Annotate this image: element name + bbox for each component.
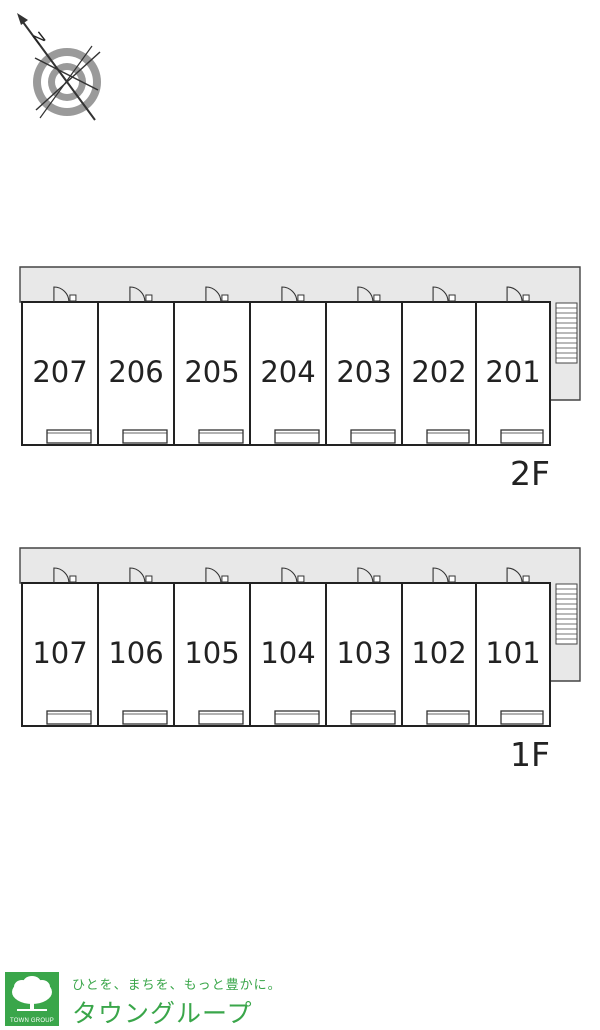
unit-103: 103	[325, 567, 403, 727]
unit-205: 205	[173, 286, 251, 446]
door-icon	[357, 286, 374, 303]
staircase-icon	[555, 583, 578, 645]
town-group-logo: TOWN GROUP	[5, 972, 59, 1026]
balcony	[274, 710, 320, 725]
unit-number: 203	[336, 355, 391, 389]
north-arrow-icon: N	[17, 13, 101, 121]
unit-202: 202	[401, 286, 477, 446]
unit-104: 104	[249, 567, 327, 727]
balcony	[122, 429, 168, 444]
balcony	[500, 710, 544, 725]
unit-number: 204	[260, 355, 315, 389]
brand-footer: TOWN GROUP ひとを、まちを、もっと豊かに。 タウングループ	[0, 968, 600, 1029]
door-icon	[53, 567, 70, 584]
unit-number: 106	[108, 636, 163, 670]
unit-106: 106	[97, 567, 175, 727]
door-icon	[432, 567, 449, 584]
floor-label: 1F	[510, 735, 550, 774]
door-icon	[432, 286, 449, 303]
floor-label: 2F	[510, 454, 550, 493]
balcony	[426, 429, 470, 444]
door-icon	[281, 567, 298, 584]
brand-name: タウングループ	[72, 999, 253, 1028]
door-icon	[281, 286, 298, 303]
floor-plan: N 207 206 205 204 203 202 201 2F 107 106 105 104 103…	[17, 13, 581, 774]
balcony	[46, 429, 92, 444]
unit-102: 102	[401, 567, 477, 727]
door-icon	[506, 286, 523, 303]
balcony	[198, 429, 244, 444]
unit-206: 206	[97, 286, 175, 446]
balcony	[426, 710, 470, 725]
tree-icon	[12, 976, 52, 1011]
unit-number: 104	[260, 636, 315, 670]
floor-2F: 207 206 205 204 203 202 201 2F	[19, 266, 581, 493]
balcony	[350, 710, 396, 725]
unit-number: 102	[411, 636, 466, 670]
balcony	[350, 429, 396, 444]
unit-number: 205	[184, 355, 239, 389]
unit-number: 103	[336, 636, 391, 670]
unit-204: 204	[249, 286, 327, 446]
unit-number: 206	[108, 355, 163, 389]
north-label: N	[29, 28, 49, 49]
unit-number: 101	[485, 636, 540, 670]
door-icon	[53, 286, 70, 303]
staircase-icon	[555, 302, 578, 364]
unit-number: 105	[184, 636, 239, 670]
unit-number: 202	[411, 355, 466, 389]
door-icon	[506, 567, 523, 584]
balcony	[122, 710, 168, 725]
unit-203: 203	[325, 286, 403, 446]
door-icon	[357, 567, 374, 584]
balcony	[274, 429, 320, 444]
unit-107: 107	[21, 567, 99, 727]
unit-number: 107	[32, 636, 87, 670]
balcony	[198, 710, 244, 725]
unit-number: 207	[32, 355, 87, 389]
unit-101: 101	[475, 567, 551, 727]
balcony	[46, 710, 92, 725]
floor-1F: 107 106 105 104 103 102 101 1F	[19, 547, 581, 774]
logo-caption: TOWN GROUP	[10, 1018, 54, 1024]
unit-number: 201	[485, 355, 540, 389]
unit-207: 207	[21, 286, 99, 446]
door-icon	[129, 286, 146, 303]
brand-tagline: ひとを、まちを、もっと豊かに。	[72, 978, 282, 993]
unit-201: 201	[475, 286, 551, 446]
door-icon	[129, 567, 146, 584]
door-icon	[205, 567, 222, 584]
balcony	[500, 429, 544, 444]
door-icon	[205, 286, 222, 303]
unit-105: 105	[173, 567, 251, 727]
